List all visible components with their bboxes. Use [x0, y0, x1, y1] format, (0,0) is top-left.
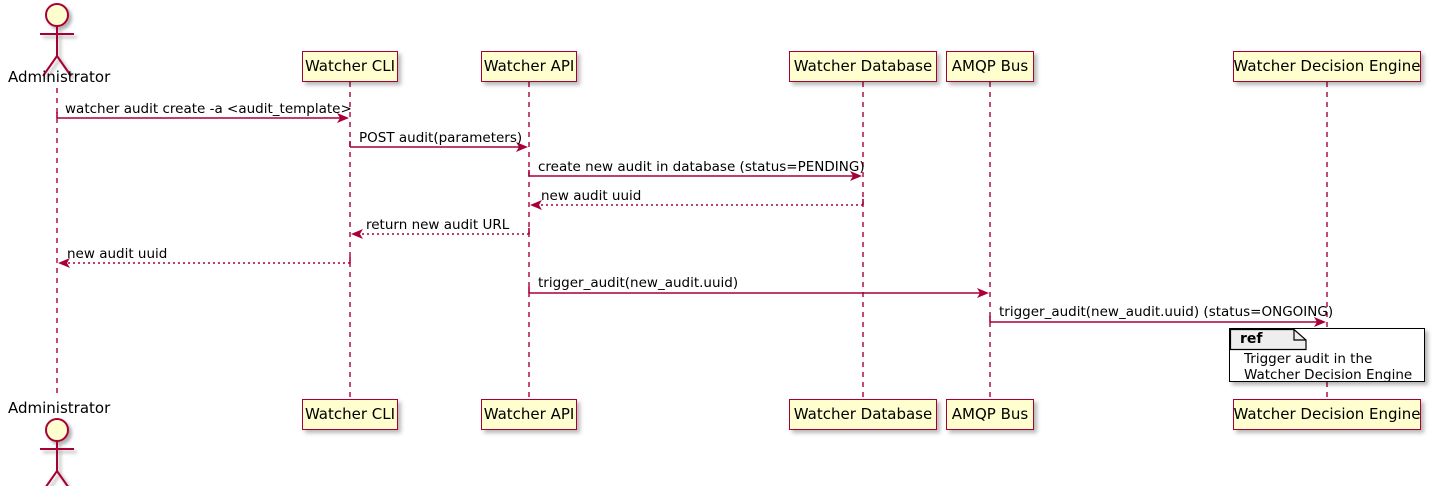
message-m4: [530, 199, 864, 210]
participant-label: Watcher Decision Engine: [1233, 57, 1421, 75]
message-label-m1: watcher audit create -a <audit_template>: [65, 101, 352, 117]
message-m6: [58, 257, 351, 268]
message-label-m3: create new audit in database (status=PEN…: [538, 159, 865, 175]
participant-label: Watcher API: [483, 405, 575, 423]
actor-figures-group: [40, 3, 74, 486]
message-label-m2: POST audit(parameters): [359, 130, 523, 146]
message-arrows-group: [56, 112, 1326, 327]
participant-cli-top[interactable]: Watcher CLI: [302, 51, 398, 82]
participant-db-bottom[interactable]: Watcher Database: [789, 399, 937, 430]
participant-label: Watcher CLI: [304, 57, 396, 75]
message-m8: [989, 316, 1326, 327]
actor-label-admin-bottom: Administrator: [8, 399, 111, 417]
message-label-m6: new audit uuid: [67, 246, 168, 262]
participant-wde-top[interactable]: Watcher Decision Engine: [1233, 51, 1421, 82]
participant-wde-bottom[interactable]: Watcher Decision Engine: [1233, 399, 1421, 430]
participant-amqp-bottom[interactable]: AMQP Bus: [946, 399, 1034, 430]
ref-fragment-tab-fold-icon: [1229, 328, 1307, 351]
message-m7: [528, 287, 989, 298]
message-arrowhead: [1314, 317, 1326, 327]
message-m1: [56, 112, 349, 123]
message-arrowhead: [977, 288, 989, 298]
message-arrowhead: [351, 229, 363, 239]
ref-fragment-label: ref: [1240, 331, 1263, 347]
participant-label: Watcher Database: [793, 405, 933, 423]
message-label-m5: return new audit URL: [366, 217, 510, 233]
message-arrowhead: [337, 113, 349, 123]
participant-label: Watcher CLI: [304, 405, 396, 423]
message-arrowhead: [530, 200, 542, 210]
participant-label: AMQP Bus: [951, 405, 1029, 423]
message-label-m7: trigger_audit(new_audit.uuid): [538, 275, 739, 291]
message-arrowhead: [850, 171, 862, 181]
participant-api-top[interactable]: Watcher API: [481, 51, 577, 82]
message-m5: [351, 228, 530, 239]
message-m3: [528, 170, 862, 181]
message-label-m4: new audit uuid: [541, 188, 642, 204]
participant-label: Watcher Database: [793, 57, 933, 75]
participant-api-bottom[interactable]: Watcher API: [481, 399, 577, 430]
message-arrowhead: [58, 258, 70, 268]
ref-fragment-body: Trigger audit in the Watcher Decision En…: [1244, 351, 1413, 383]
participant-cli-bottom[interactable]: Watcher CLI: [302, 399, 398, 430]
message-m2: [349, 141, 528, 152]
participant-label: AMQP Bus: [951, 57, 1029, 75]
actor-label-admin-top: Administrator: [8, 68, 111, 86]
actor-figure-top: [40, 3, 74, 77]
participant-db-top[interactable]: Watcher Database: [789, 51, 937, 82]
ref-fragment: ref Trigger audit in the Watcher Decisio…: [1229, 328, 1425, 383]
participant-label: Watcher Decision Engine: [1233, 405, 1421, 423]
participant-label: Watcher API: [483, 57, 575, 75]
lifelines-group: [56, 82, 1328, 399]
message-arrowhead: [516, 142, 528, 152]
message-label-m8: trigger_audit(new_audit.uuid) (status=ON…: [999, 304, 1334, 320]
participant-amqp-top[interactable]: AMQP Bus: [946, 51, 1034, 82]
actor-figure-bottom: [40, 418, 74, 486]
